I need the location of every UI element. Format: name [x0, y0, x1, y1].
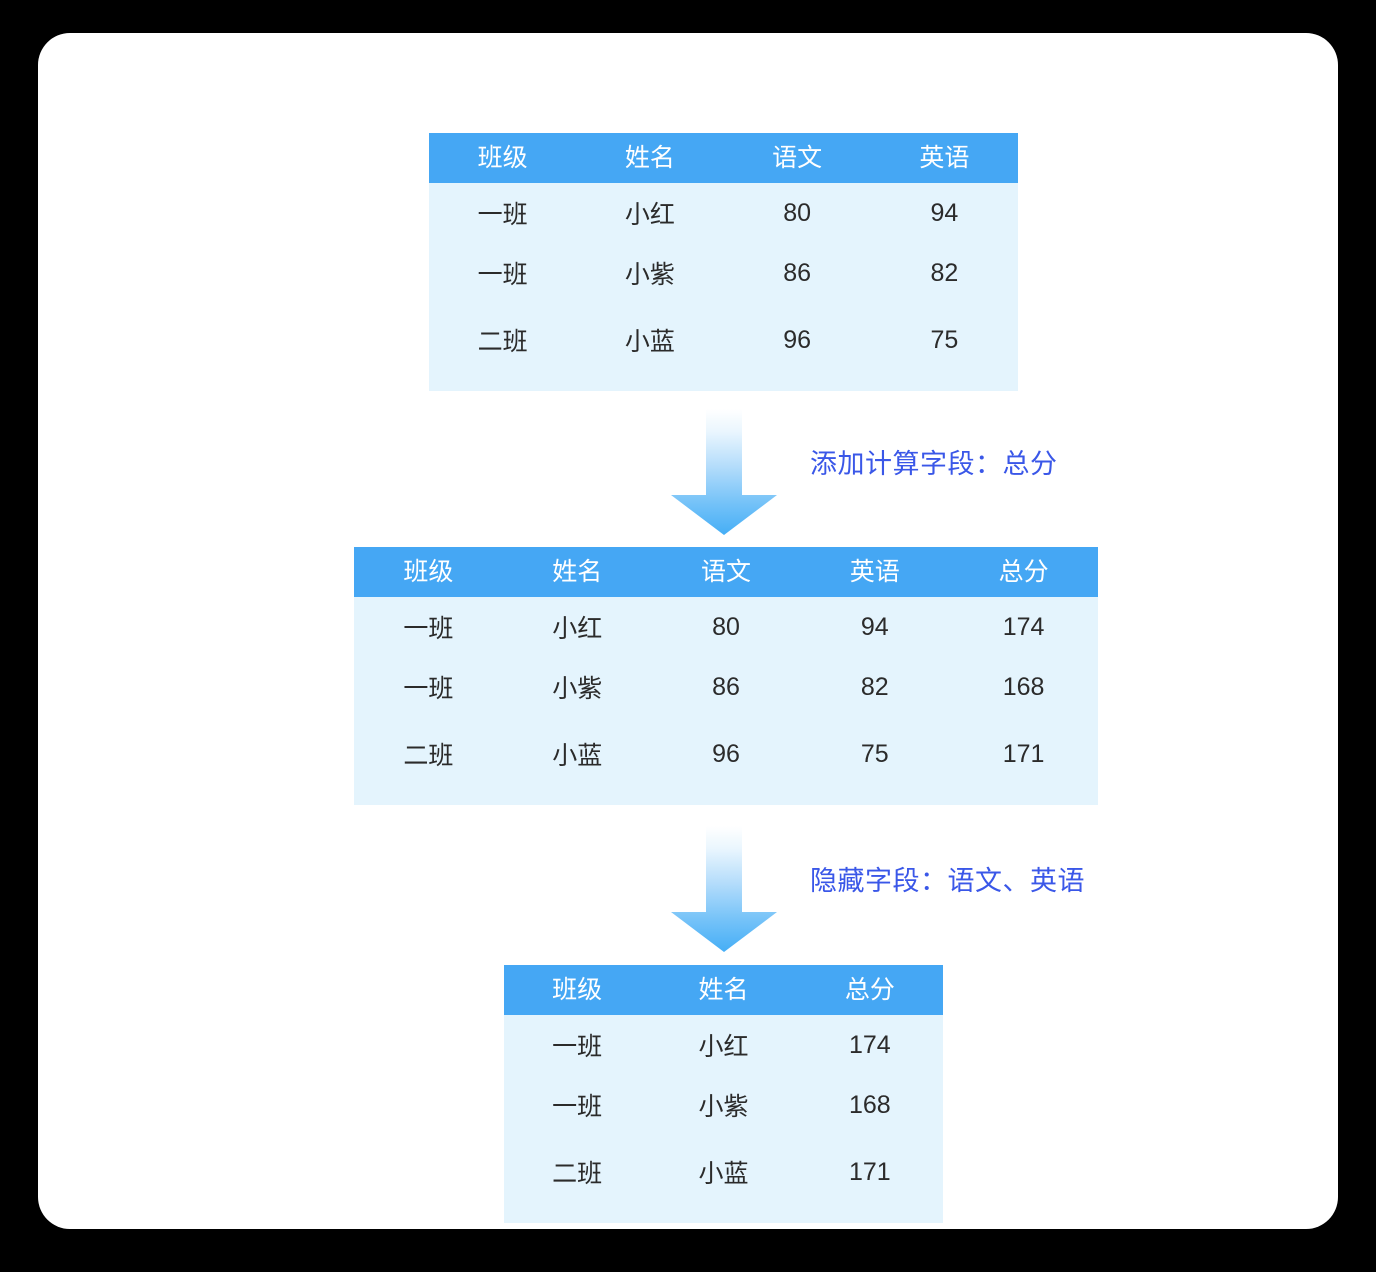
table-cell: 82 [870, 243, 1018, 303]
down-arrow-icon [671, 826, 777, 952]
column-header: 姓名 [576, 133, 724, 183]
annotation-add-computed-field: 添加计算字段：总分 [810, 449, 1058, 479]
column-header: 班级 [504, 965, 651, 1015]
table-cell: 80 [723, 183, 871, 243]
table-header-row: 班级姓名总分 [504, 965, 943, 1015]
table-cell: 一班 [504, 1015, 651, 1075]
table-cell: 174 [796, 1015, 943, 1075]
table-cell: 94 [870, 183, 1018, 243]
table-cell: 二班 [504, 1135, 651, 1223]
table-cell: 小红 [576, 183, 724, 243]
table-cell: 96 [723, 303, 871, 391]
table-cell: 一班 [354, 657, 503, 717]
column-header: 语文 [723, 133, 871, 183]
table-cell: 75 [870, 303, 1018, 391]
table-cell: 二班 [429, 303, 577, 391]
annotation-hide-fields: 隐藏字段：语文、英语 [810, 866, 1085, 896]
table-cell: 96 [651, 717, 801, 805]
column-header: 英语 [800, 547, 950, 597]
table-cell: 一班 [429, 183, 577, 243]
table-cell: 小蓝 [576, 303, 724, 391]
table-cell: 174 [949, 597, 1098, 657]
table-cell: 小蓝 [502, 717, 652, 805]
table-cell: 80 [651, 597, 801, 657]
column-header: 班级 [354, 547, 503, 597]
column-header: 总分 [949, 547, 1098, 597]
column-header: 姓名 [650, 965, 797, 1015]
column-header: 英语 [870, 133, 1018, 183]
table-cell: 75 [800, 717, 950, 805]
table-cell: 86 [723, 243, 871, 303]
down-arrow-icon [671, 409, 777, 535]
table-cell: 小蓝 [650, 1135, 797, 1223]
table-cell: 小紫 [650, 1075, 797, 1135]
column-header: 班级 [429, 133, 577, 183]
table-cell: 168 [796, 1075, 943, 1135]
table-cell: 171 [796, 1135, 943, 1223]
table-cell: 82 [800, 657, 950, 717]
table-cell: 86 [651, 657, 801, 717]
table-header-row: 班级姓名语文英语总分 [354, 547, 1098, 597]
table-cell: 94 [800, 597, 950, 657]
column-header: 姓名 [502, 547, 652, 597]
table-header-row: 班级姓名语文英语 [429, 133, 1018, 183]
table-cell: 一班 [504, 1075, 651, 1135]
table-cell: 171 [949, 717, 1098, 805]
table-cell: 一班 [354, 597, 503, 657]
table-cell: 小紫 [502, 657, 652, 717]
table-cell: 小紫 [576, 243, 724, 303]
column-header: 语文 [651, 547, 801, 597]
table-cell: 二班 [354, 717, 503, 805]
table-cell: 一班 [429, 243, 577, 303]
table-cell: 168 [949, 657, 1098, 717]
column-header: 总分 [796, 965, 943, 1015]
table-cell: 小红 [650, 1015, 797, 1075]
table-cell: 小红 [502, 597, 652, 657]
